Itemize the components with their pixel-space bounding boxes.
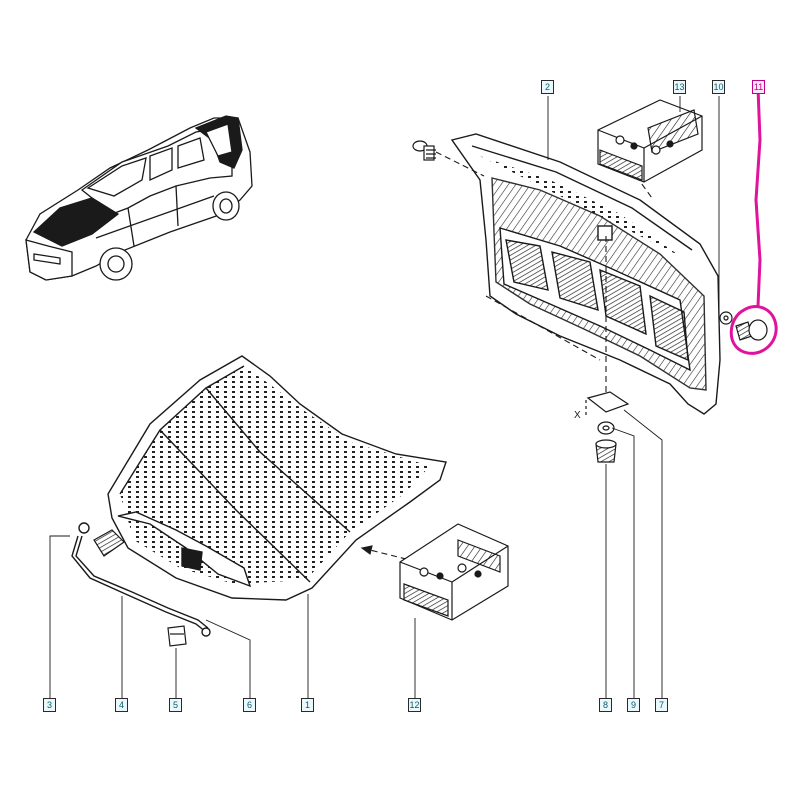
callout-13: 13: [673, 80, 686, 94]
callout-2: 2: [541, 80, 554, 94]
marker-x: X: [574, 410, 581, 421]
callout-9: 9: [627, 698, 640, 712]
grommet-clip: [167, 625, 187, 647]
callout-5: 5: [169, 698, 182, 712]
hood-leader-line: [360, 545, 411, 561]
callout-leader-lines: [49, 96, 720, 705]
callout-12: 12: [408, 698, 421, 712]
bolt-part-highlighted: [735, 319, 768, 341]
bolt-part: [412, 140, 436, 161]
tailgate-panel: [450, 133, 721, 415]
washer-part: [719, 311, 733, 325]
callout-3: 3: [43, 698, 56, 712]
callout-10: 10: [712, 80, 725, 94]
callout-4: 4: [115, 698, 128, 712]
parts-kit-13: [597, 99, 703, 183]
callout-1: 1: [301, 698, 314, 712]
highlight-annotation: [729, 87, 778, 355]
parts-kit-12: [399, 523, 509, 621]
callout-11: 11: [752, 80, 765, 94]
car-illustration: [25, 115, 253, 281]
hood-panel: [107, 355, 447, 601]
hood-prop-rod: [71, 522, 211, 637]
callout-6: 6: [243, 698, 256, 712]
callout-7: 7: [655, 698, 668, 712]
hinge-plate: [585, 391, 630, 463]
callout-8: 8: [599, 698, 612, 712]
rod-holder-clip: [93, 529, 125, 557]
